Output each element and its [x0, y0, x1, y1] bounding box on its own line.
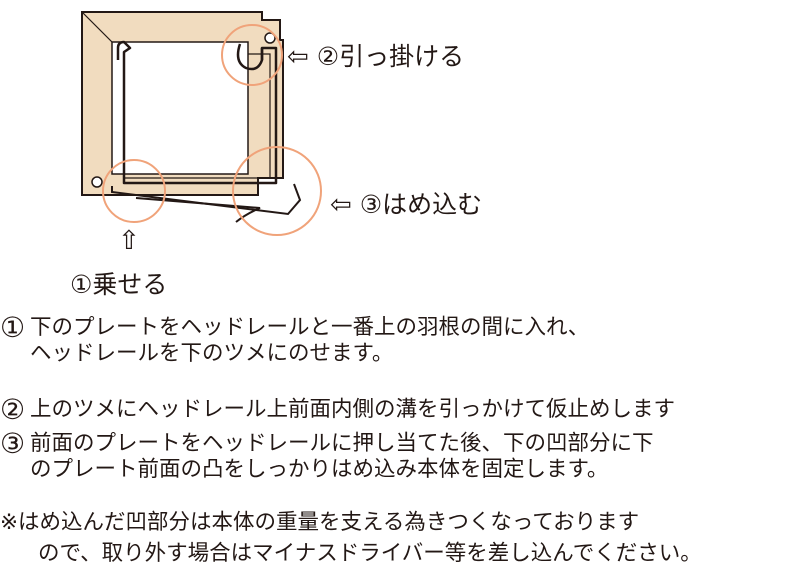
note-line-2: ので、取り外す場合はマイナスドライバー等を差し込んでください。	[38, 541, 702, 566]
highlight-place-circle	[102, 159, 166, 223]
fit-in-label: ③はめ込む	[359, 190, 483, 219]
highlight-fit-circle	[232, 146, 322, 236]
hook-label: ②引っ掛ける	[316, 42, 465, 71]
bracket-corner-edge	[81, 11, 113, 43]
step-text-line-2: のプレート前面の凸をしっかりはめ込み本体を固定します。	[30, 457, 609, 482]
bracket-hole-bottom	[91, 176, 103, 188]
step-text-line-1: 上のツメにヘッドレール上前面内側の溝を引っかけて仮止めします	[30, 397, 676, 422]
step-text-line-1: 前面のプレートをヘッドレールに押し当てた後、下の凹部分に下	[30, 431, 654, 456]
up-arrow-icon: ⇧	[118, 226, 140, 256]
left-arrow-icon: ⇦	[330, 190, 352, 220]
head-rail-profile	[116, 40, 278, 185]
bracket-hole-top	[264, 32, 276, 44]
hook-callout: ⇦ ②引っ掛ける	[287, 44, 464, 70]
step-number: ③	[0, 427, 26, 460]
left-arrow-icon: ⇦	[287, 42, 309, 72]
top-hook	[236, 43, 264, 71]
step-text-line-2: ヘッドレールを下のツメにのせます。	[30, 341, 394, 366]
bracket-window	[111, 41, 249, 175]
step-text-line-1: 下のプレートをヘッドレールと一番上の羽根の間に入れ、	[30, 315, 590, 340]
highlight-hook-circle	[221, 24, 283, 86]
step-number: ①	[0, 311, 26, 344]
place-on-label: ①乗せる	[70, 270, 168, 299]
fit-callout: ⇦ ③はめ込む	[330, 192, 482, 218]
head-rail-inner	[124, 53, 271, 179]
lower-plate-front	[135, 197, 261, 223]
bracket-diagram	[81, 11, 322, 236]
note-line-1: ※はめ込んだ凹部分は本体の重量を支える為きつくなっております	[0, 510, 640, 535]
step-number: ②	[0, 393, 26, 426]
caution-note: ※はめ込んだ凹部分は本体の重量を支える為きつくなっております ので、取り外す場合…	[0, 507, 702, 569]
